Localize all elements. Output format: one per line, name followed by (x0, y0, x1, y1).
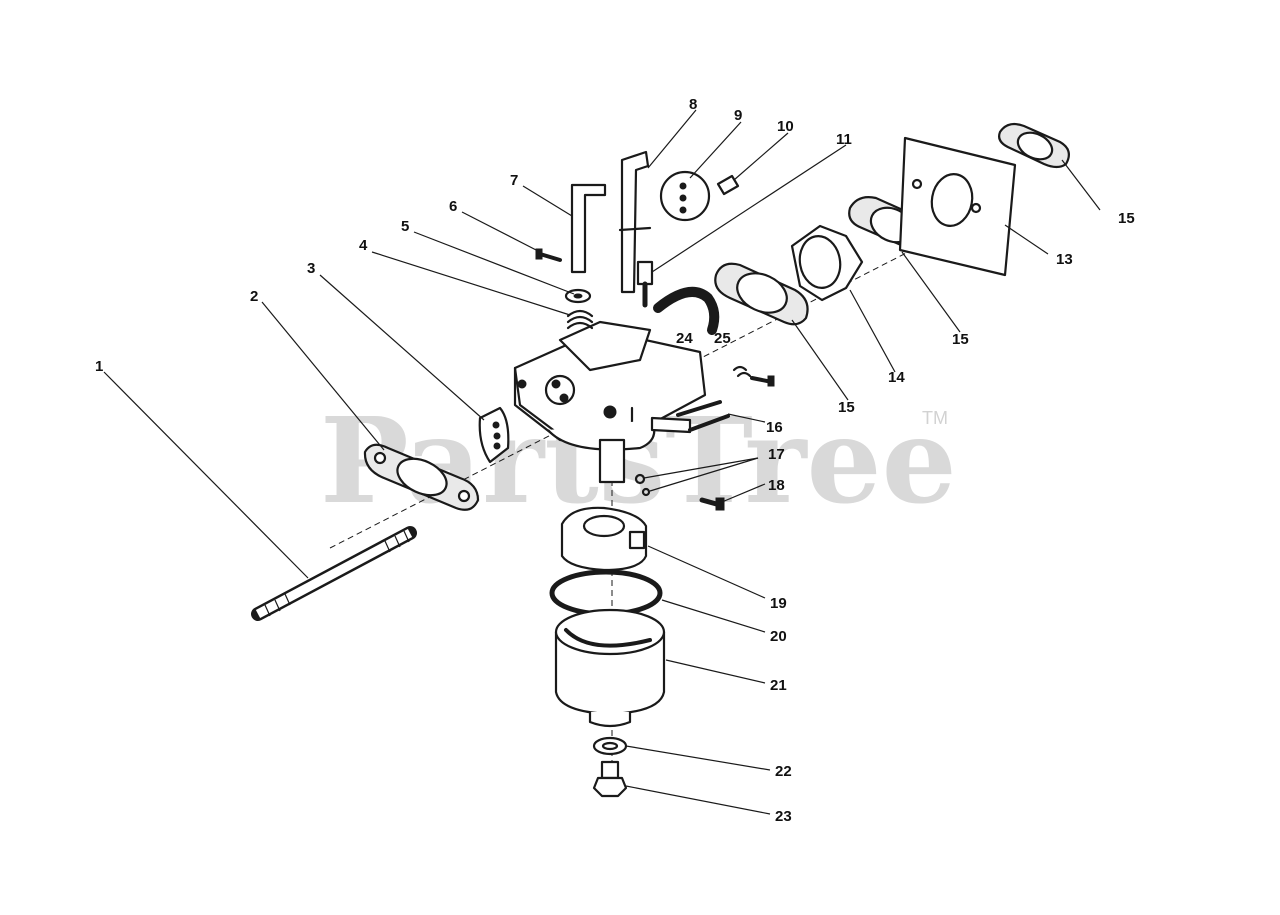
watermark-trademark: TM (922, 408, 948, 428)
leader-lines (103, 109, 1101, 815)
part-spacer-block (790, 224, 864, 302)
part-screw-small (535, 248, 562, 262)
callout-2: 2 (250, 288, 258, 305)
part-float-bowl (554, 608, 666, 728)
part-choke-shaft (570, 183, 607, 274)
callout-17: 17 (768, 446, 785, 463)
part-bowl-gasket (549, 569, 663, 617)
part-stud (251, 526, 417, 621)
callout-11: 11 (836, 131, 852, 148)
part-throttle-disc (659, 170, 711, 222)
callout-3: 3 (307, 260, 315, 277)
callout-19: 19 (770, 595, 787, 612)
callout-22: 22 (775, 763, 792, 780)
callout-15-center: 15 (838, 399, 855, 416)
part-throttle-plate (478, 406, 510, 464)
callout-1: 1 (95, 358, 103, 375)
callout-15-right: 15 (952, 331, 969, 348)
callout-25: 25 (714, 330, 731, 347)
part-carburetor-body (513, 320, 722, 484)
part-needle-valve (636, 260, 654, 308)
part-heat-shield (898, 136, 1017, 277)
callout-7: 7 (510, 172, 518, 189)
callout-21: 21 (770, 677, 787, 694)
callout-9: 9 (734, 107, 742, 124)
callout-13: 13 (1056, 251, 1073, 268)
callout-23: 23 (775, 808, 792, 825)
callout-18: 18 (768, 477, 785, 494)
part-fuel-inlet-pin (688, 414, 730, 432)
part-gasket-15c (998, 122, 1071, 169)
callout-24: 24 (676, 330, 693, 347)
part-gasket-left (363, 443, 480, 511)
callout-14: 14 (888, 369, 905, 386)
callout-20: 20 (770, 628, 787, 645)
part-o-rings (634, 473, 651, 497)
callout-5: 5 (401, 218, 409, 235)
part-spring-seal (564, 288, 594, 330)
callout-15-far-right: 15 (1118, 210, 1135, 227)
part-idle-screw (716, 174, 740, 196)
callout-8: 8 (689, 96, 697, 113)
callout-4: 4 (359, 237, 368, 254)
part-idle-adjust-screw (732, 365, 775, 387)
part-bowl-screw (699, 497, 725, 511)
part-fuel-hose (653, 286, 720, 335)
part-drain-nut (592, 760, 628, 798)
part-gasket-15a (714, 262, 809, 326)
part-washer (592, 736, 628, 756)
callout-6: 6 (449, 198, 457, 215)
part-throttle-shaft (618, 150, 652, 294)
callout-16: 16 (766, 419, 783, 436)
part-float (560, 506, 648, 572)
callout-10: 10 (777, 118, 794, 135)
